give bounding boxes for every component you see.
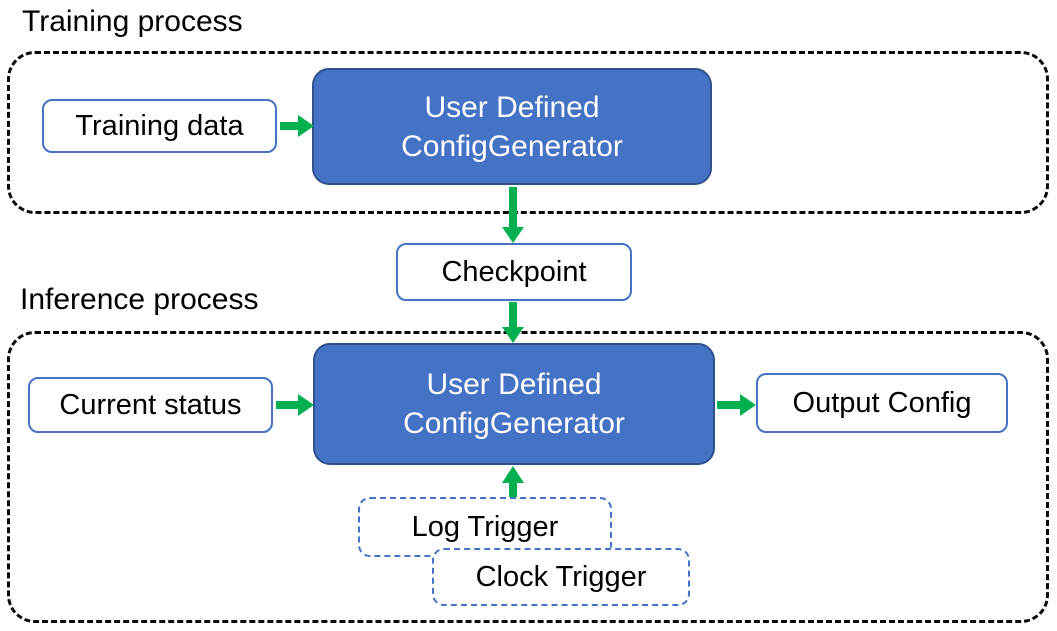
clock-trigger-box: Clock Trigger	[432, 548, 690, 606]
inference-process-title: Inference process	[20, 283, 259, 316]
log-trigger-box: Log Trigger	[358, 497, 612, 557]
config-generator-inference-line2: ConfigGenerator	[403, 407, 625, 440]
config-generator-training-line1: User Defined	[424, 90, 600, 124]
checkpoint-box: Checkpoint	[396, 243, 632, 301]
config-generator-box-inference: User Defined ConfigGenerator	[313, 343, 715, 465]
training-process-container	[7, 51, 1049, 214]
training-process-title: Training process	[22, 5, 243, 38]
output-config-box: Output Config	[756, 373, 1008, 433]
config-generator-training-line2: ConfigGenerator	[401, 129, 623, 163]
current-status-box: Current status	[28, 377, 273, 433]
inference-process-container	[7, 331, 1049, 623]
config-generator-box-training: User Defined ConfigGenerator	[312, 68, 712, 185]
training-data-box: Training data	[42, 99, 277, 153]
config-generator-inference-line1: User Defined	[426, 368, 602, 401]
